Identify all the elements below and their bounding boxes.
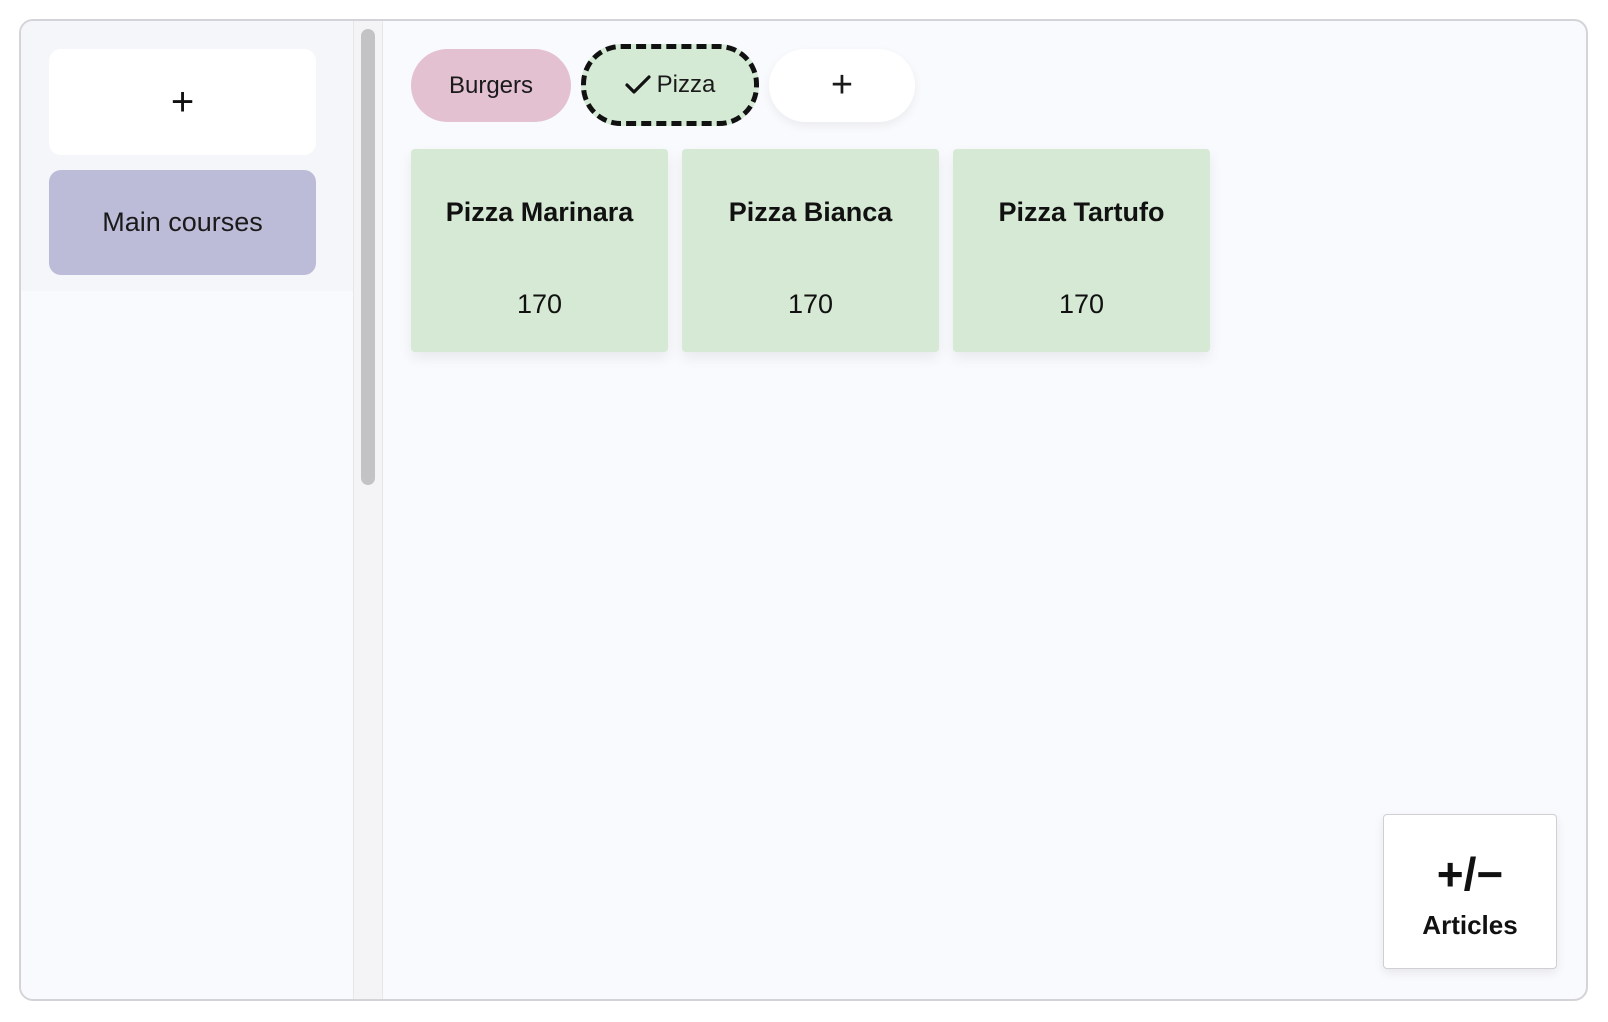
items-grid: Pizza Marinara 170 Pizza Bianca 170 Pizz… [411, 149, 1210, 352]
item-price: 170 [1058, 289, 1105, 319]
item-card-pizza-tartufo[interactable]: Pizza Tartufo 170 [953, 149, 1210, 352]
plus-minus-icon: +/− [1436, 848, 1504, 900]
tab-pizza[interactable]: Pizza [581, 44, 759, 126]
articles-label: Articles [1422, 910, 1518, 940]
item-name: Pizza Tartufo [998, 197, 1165, 227]
tab-burgers[interactable]: Burgers [411, 49, 571, 122]
item-price: 170 [516, 289, 563, 319]
item-price: 170 [787, 289, 834, 319]
sidebar-scrollbar[interactable] [353, 21, 383, 999]
tab-label: Burgers [448, 71, 534, 99]
main-panel: Burgers Pizza + Pizza Marinara 170 Pizza… [383, 21, 1586, 999]
scrollbar-thumb[interactable] [361, 29, 375, 485]
item-card-pizza-bianca[interactable]: Pizza Bianca 170 [682, 149, 939, 352]
tab-label: Pizza [656, 71, 716, 98]
item-name: Pizza Marinara [445, 197, 634, 227]
articles-button[interactable]: +/− Articles [1383, 814, 1557, 969]
category-sidebar: + Main courses [21, 21, 363, 999]
item-card-pizza-marinara[interactable]: Pizza Marinara 170 [411, 149, 668, 352]
item-name: Pizza Bianca [728, 197, 893, 227]
plus-icon: + [170, 79, 195, 124]
sidebar-item-main-courses[interactable]: Main courses [49, 170, 316, 275]
check-icon [625, 74, 651, 96]
plus-icon: + [830, 64, 854, 106]
app-window: + Main courses Burgers Pizza + Pizza Mar… [19, 19, 1588, 1001]
sidebar-item-label: Main courses [102, 207, 263, 237]
add-tab-button[interactable]: + [769, 49, 915, 122]
add-category-button[interactable]: + [49, 49, 316, 155]
